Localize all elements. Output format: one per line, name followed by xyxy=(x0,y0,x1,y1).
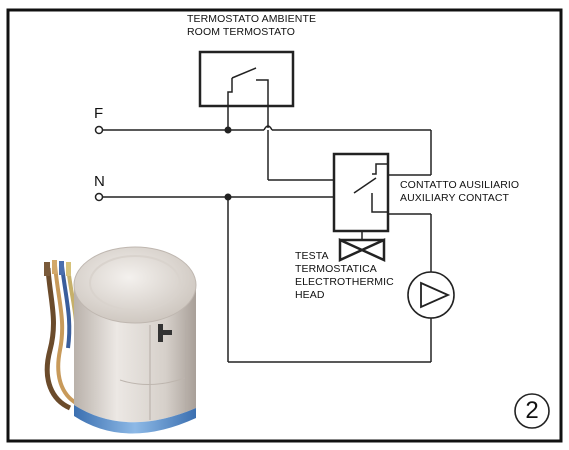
figure-number-circle xyxy=(514,393,550,429)
figure-number: 2 xyxy=(525,397,539,424)
terminal-n-label: N xyxy=(94,173,105,190)
brand-logo xyxy=(158,324,172,342)
head-label-line1: TESTA xyxy=(295,250,329,262)
aux-contact-label-en: AUXILIARY CONTACT xyxy=(400,192,510,204)
aux-contact-label-it: CONTATTO AUSILIARIO xyxy=(400,179,520,191)
diagram-frame xyxy=(6,8,563,443)
room-thermostat-label-it: TERMOSTATO AMBIENTE xyxy=(187,13,317,25)
valve-icon xyxy=(338,238,386,262)
room-thermostat-label-en: ROOM TERMOSTATO xyxy=(187,26,296,38)
head-label-line2: TERMOSTATICA xyxy=(295,263,377,275)
room-thermostat-symbol xyxy=(198,50,295,130)
neutral-line xyxy=(94,192,432,363)
terminal-f-label: F xyxy=(94,105,104,122)
actuator-photo xyxy=(44,246,197,434)
phase-line xyxy=(94,125,432,181)
head-label-line4: HEAD xyxy=(295,289,325,301)
auxiliary-switch-icon xyxy=(332,152,390,240)
pump-icon xyxy=(407,271,455,319)
head-label-line3: ELECTROTHERMIC xyxy=(295,276,394,288)
